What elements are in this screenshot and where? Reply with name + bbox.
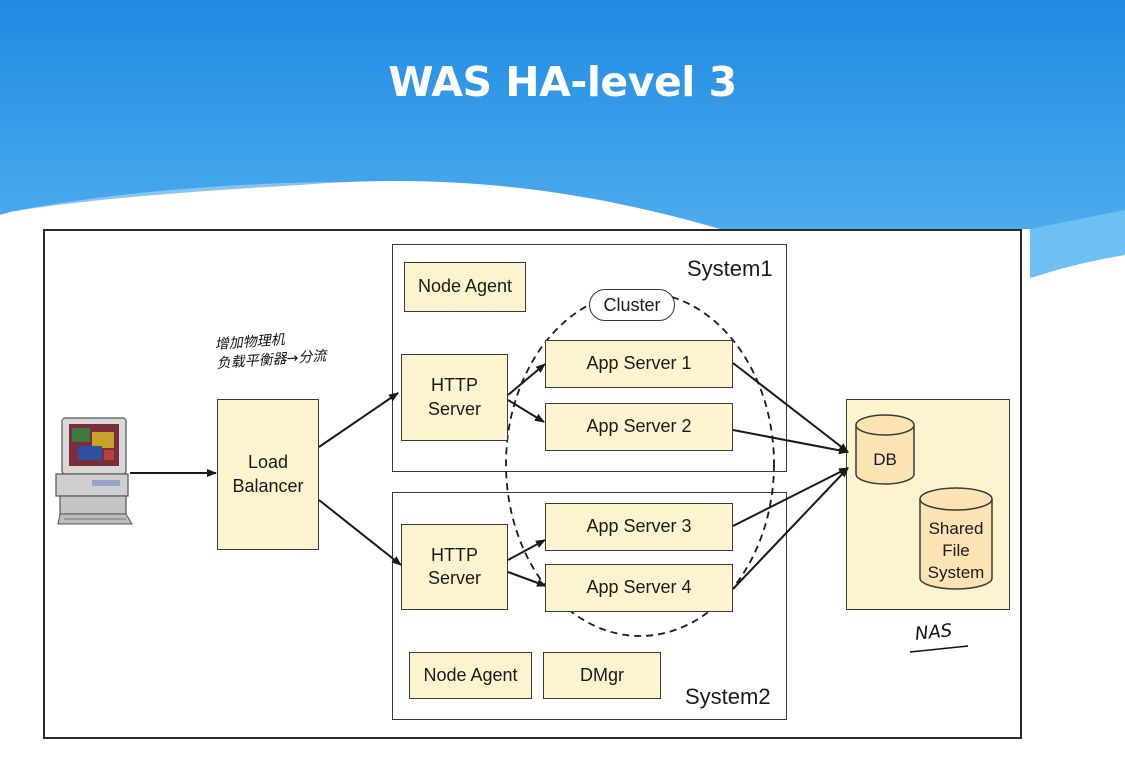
dmgr-box: DMgr (543, 652, 661, 699)
desktop-computer-icon (55, 417, 133, 525)
system1-http-server-box: HTTP Server (401, 354, 508, 441)
shared-file-system-cylinder-icon (919, 487, 993, 590)
app-server-1-box: App Server 1 (545, 340, 733, 388)
arrow-lb-to-http1 (318, 392, 399, 448)
app-server-2-label: App Server 2 (586, 416, 692, 437)
load-balancer-label: Load Balancer (232, 452, 304, 496)
arrow-http2-to-app4 (507, 571, 547, 587)
nas-underline (909, 645, 969, 653)
system2-http-server-label: HTTP Server (427, 544, 481, 588)
app-server-3-box: App Server 3 (545, 503, 733, 551)
system1-node-agent-box: Node Agent (404, 262, 526, 312)
arrow-app1-to-db (732, 362, 849, 453)
system1-node-agent-label: Node Agent (417, 276, 513, 297)
load-balancer-box: Load Balancer (217, 399, 319, 550)
system2-node-agent-box: Node Agent (409, 652, 532, 699)
system1-http-server-label: HTTP Server (427, 375, 481, 419)
system2-http-server-box: HTTP Server (401, 524, 508, 610)
cluster-label: Cluster (589, 289, 675, 321)
arrow-http1-to-app2 (507, 399, 545, 423)
arrow-app4-to-db (732, 467, 849, 590)
app-server-3-label: App Server 3 (586, 516, 692, 537)
arrow-http2-to-app3 (507, 539, 546, 561)
dmgr-label: DMgr (580, 664, 624, 685)
db-label: DB (873, 450, 897, 469)
db-cylinder-icon (855, 414, 915, 485)
app-server-1-label: App Server 1 (586, 353, 692, 374)
arrow-lb-to-http2 (318, 499, 402, 566)
system2-node-agent-label: Node Agent (423, 664, 518, 685)
shared-file-system-label: Shared File System (927, 519, 985, 583)
title-banner (0, 0, 1125, 278)
app-server-4-label: App Server 4 (586, 577, 692, 598)
arrow-app3-to-db (732, 467, 849, 527)
system1-label: System1 (687, 256, 773, 281)
arrow-http1-to-app1 (507, 363, 546, 396)
nas-handwritten-caption: NAS (914, 620, 954, 645)
arrow-app2-to-db (732, 429, 849, 455)
system2-label: System2 (685, 684, 771, 709)
slide-title: WAS HA-level 3 (388, 58, 737, 106)
app-server-2-box: App Server 2 (545, 403, 733, 451)
app-server-4-box: App Server 4 (545, 564, 733, 612)
